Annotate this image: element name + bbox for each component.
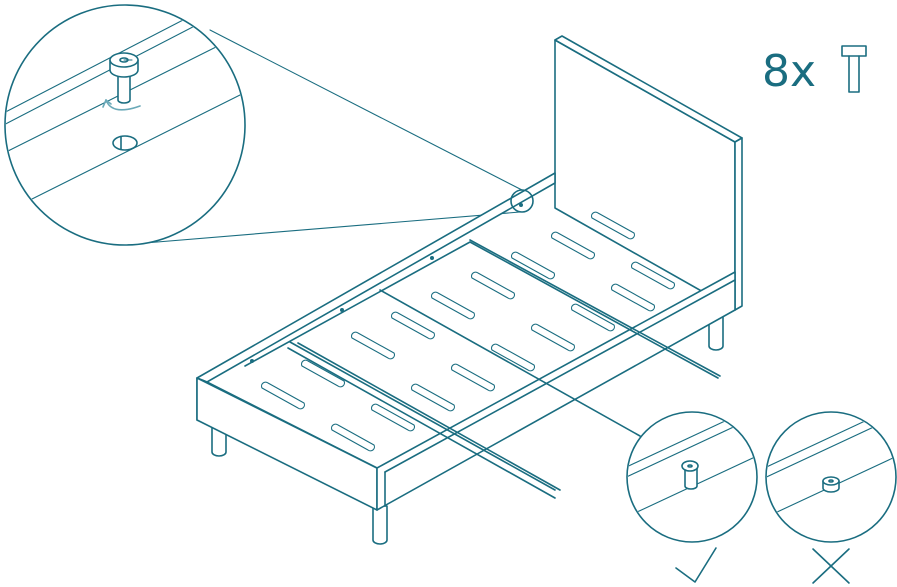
slat-slot bbox=[591, 211, 635, 240]
cross-icon bbox=[812, 548, 850, 584]
zoom-detail-circle bbox=[4, 4, 246, 246]
incorrect-example bbox=[765, 411, 897, 584]
slat-slots bbox=[261, 211, 675, 452]
correct-example bbox=[626, 411, 758, 583]
slat-slot bbox=[471, 271, 515, 300]
slat-sections bbox=[244, 239, 721, 491]
center-rail bbox=[287, 342, 561, 499]
slat-slot bbox=[531, 323, 575, 352]
slat-slot bbox=[301, 359, 345, 388]
bolt-incorrect bbox=[822, 476, 840, 493]
slat-slot bbox=[611, 283, 655, 312]
slat-slot bbox=[551, 231, 595, 260]
bolt-icon bbox=[841, 45, 867, 93]
screw-markers bbox=[250, 203, 523, 363]
slat-slot bbox=[631, 261, 675, 290]
headboard bbox=[554, 35, 743, 311]
quantity-callout: 8x bbox=[762, 45, 867, 97]
slat-slot bbox=[391, 311, 435, 340]
slat-slot bbox=[511, 251, 555, 280]
bolt-correct bbox=[681, 460, 699, 490]
slat-slot bbox=[571, 303, 615, 332]
zoom-connector-lines bbox=[144, 29, 523, 244]
zoom-target-circle bbox=[510, 189, 534, 213]
bolt-detail bbox=[109, 52, 139, 104]
slat-slot bbox=[371, 403, 415, 432]
bolt-hole bbox=[112, 135, 138, 151]
quantity-label: 8x bbox=[762, 46, 816, 97]
slat-slot bbox=[351, 331, 395, 360]
slat-slot bbox=[331, 423, 375, 452]
frame-rails bbox=[196, 172, 736, 511]
slat-slot bbox=[451, 363, 495, 392]
rotate-arrow bbox=[105, 99, 141, 111]
slat-slot bbox=[261, 381, 305, 410]
slat-slot bbox=[431, 291, 475, 320]
checkmark-icon bbox=[675, 547, 717, 583]
bed-frame bbox=[196, 35, 743, 545]
slat-slot bbox=[411, 383, 455, 412]
slat-slot bbox=[491, 343, 535, 372]
